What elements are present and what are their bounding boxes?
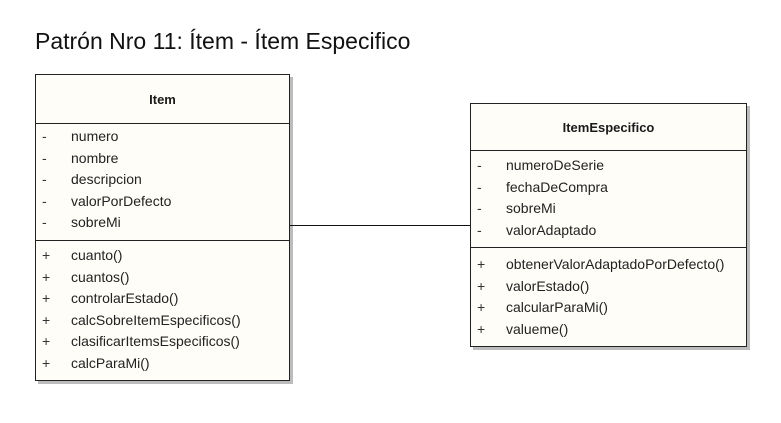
visibility-marker: - (477, 221, 482, 238)
visibility-marker: - (477, 157, 482, 173)
visibility-marker: + (42, 333, 51, 349)
operation-name: valueme() (506, 320, 569, 337)
item-attributes-section: - numero - nombre - descripcion - valorPorDe… (36, 124, 289, 240)
item-especifico-attributes-section: - numeroDeSerie - fechaDeCompra - sobreMi -… (471, 151, 746, 247)
attribute-name: sobreMi (506, 200, 556, 216)
operation-row: + obtenerValorAdaptadoPorDefecto() (471, 254, 746, 276)
visibility-marker: + (477, 299, 486, 315)
attribute-row: - sobreMi (36, 212, 289, 234)
operation-name: calcParaMi() (71, 354, 150, 371)
attribute-name: valorPorDefecto (71, 192, 172, 209)
attribute-name: sobreMi (71, 214, 121, 230)
operation-name: obtenerValorAdaptadoPorDefecto() (506, 256, 725, 272)
item-especifico-class-name: ItemEspecifico (471, 104, 746, 151)
attribute-row: - nombre (36, 148, 289, 170)
visibility-marker: - (42, 149, 47, 166)
operation-row: + cuantos() (36, 267, 289, 289)
visibility-marker: + (42, 247, 51, 263)
visibility-marker: + (477, 320, 486, 337)
operation-name: calcularParaMi() (506, 299, 608, 315)
item-especifico-operations-section: + obtenerValorAdaptadoPorDefecto() + valor… (471, 247, 746, 340)
visibility-marker: - (477, 200, 482, 216)
attribute-row: - descripcion (36, 169, 289, 191)
attribute-row: - valorPorDefecto (36, 191, 289, 213)
operation-row: + valorEstado() (471, 276, 746, 298)
operation-name: calcSobreItemEspecificos() (71, 311, 241, 328)
visibility-marker: - (42, 214, 47, 230)
operation-name: cuantos() (71, 268, 130, 285)
visibility-marker: - (42, 192, 47, 209)
visibility-marker: + (42, 268, 51, 285)
attribute-row: - valorAdaptado (471, 220, 746, 242)
operation-row: + cuanto() (36, 245, 289, 267)
visibility-marker: - (42, 171, 47, 187)
attribute-name: nombre (71, 149, 119, 166)
operation-row: + calcSobreItemEspecificos() (36, 310, 289, 332)
operation-row: + controlarEstado() (36, 288, 289, 310)
visibility-marker: - (42, 128, 47, 144)
visibility-marker: + (42, 290, 51, 306)
visibility-marker: + (477, 277, 486, 294)
operation-row: + clasificarItemsEspecificos() (36, 331, 289, 353)
operation-name: valorEstado() (506, 277, 590, 294)
association-line[interactable] (290, 225, 470, 226)
attribute-row: - fechaDeCompra (471, 177, 746, 199)
visibility-marker: + (477, 256, 486, 272)
operation-name: clasificarItemsEspecificos() (71, 333, 240, 349)
attribute-row: - numeroDeSerie (471, 155, 746, 177)
diagram-title: Patrón Nro 11: Ítem - Ítem Especifico (35, 28, 411, 54)
operation-row: + calcularParaMi() (471, 297, 746, 319)
operation-name: controlarEstado() (71, 290, 179, 306)
item-class-name: Item (36, 75, 289, 124)
attribute-name: valorAdaptado (506, 221, 597, 238)
attribute-name: descripcion (71, 171, 142, 187)
attribute-row: - numero (36, 126, 289, 148)
operation-name: cuanto() (71, 247, 123, 263)
item-operations-section: +cuanto() +cuantos() +controlarEstado() … (36, 240, 289, 374)
item-especifico-class-box[interactable]: ItemEspecifico - numeroDeSerie - fechaDeCo… (470, 103, 747, 347)
visibility-marker: + (42, 354, 51, 371)
attribute-name: numero (71, 128, 119, 144)
item-class-box[interactable]: Item - numero - nombre - descripcion - valor… (35, 74, 290, 381)
visibility-marker: - (477, 178, 482, 195)
visibility-marker: + (42, 311, 51, 328)
attribute-row: - sobreMi (471, 198, 746, 220)
operation-row: + calcParaMi() (36, 353, 289, 375)
operation-row: + valueme() (471, 319, 746, 341)
attribute-name: fechaDeCompra (506, 178, 608, 195)
attribute-name: numeroDeSerie (506, 157, 605, 173)
